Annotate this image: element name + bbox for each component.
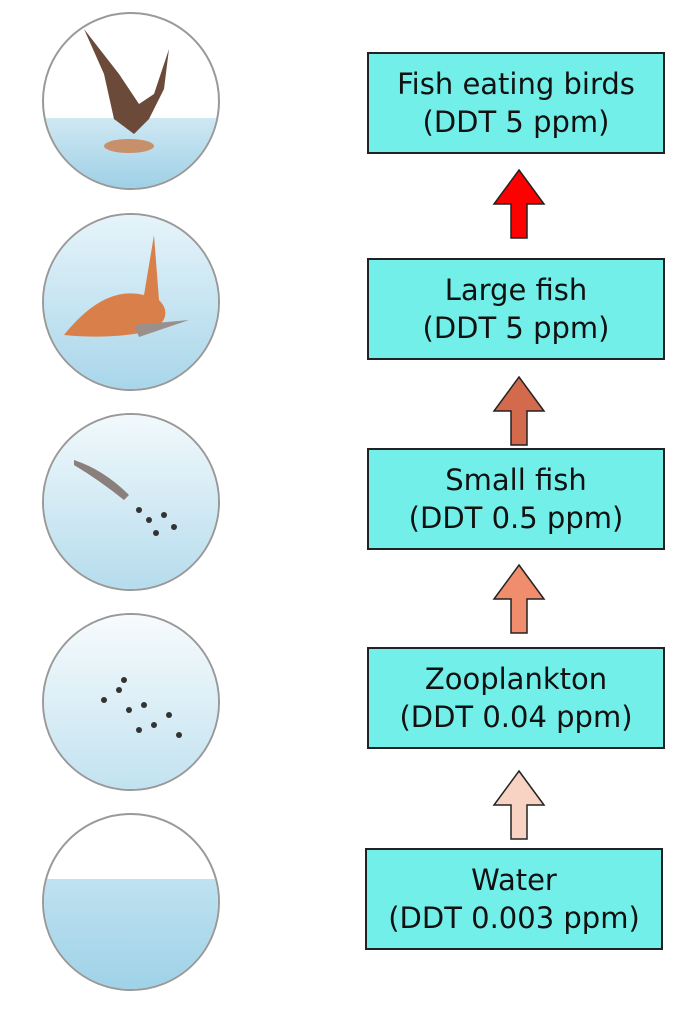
up-arrow-icon [492, 563, 546, 635]
level-name: Large fish [444, 273, 588, 307]
osprey-icon [42, 12, 220, 190]
level-name: Fish eating birds [397, 67, 635, 101]
level-name: Water [471, 863, 557, 897]
level-box-large-fish: Large fish (DDT 5 ppm) [367, 258, 665, 360]
level-ddt: (DDT 5 ppm) [422, 105, 610, 139]
level-box-zooplankton: Zooplankton (DDT 0.04 ppm) [367, 647, 665, 749]
level-box-fish-eating-birds: Fish eating birds (DDT 5 ppm) [367, 52, 665, 154]
water-icon [42, 813, 220, 991]
up-arrow-icon [492, 168, 546, 240]
up-arrow-icon [492, 375, 546, 447]
large-fish-icon [42, 213, 220, 391]
level-ddt: (DDT 0.04 ppm) [399, 700, 633, 734]
level-box-water: Water (DDT 0.003 ppm) [365, 848, 663, 950]
level-ddt: (DDT 0.5 ppm) [408, 501, 624, 535]
level-box-small-fish: Small fish (DDT 0.5 ppm) [367, 448, 665, 550]
small-fish-icon [42, 413, 220, 591]
level-ddt: (DDT 5 ppm) [422, 311, 610, 345]
level-name: Small fish [445, 463, 587, 497]
zooplankton-icon [42, 613, 220, 791]
level-name: Zooplankton [424, 662, 608, 696]
level-ddt: (DDT 0.003 ppm) [388, 901, 640, 935]
up-arrow-icon [492, 769, 546, 841]
